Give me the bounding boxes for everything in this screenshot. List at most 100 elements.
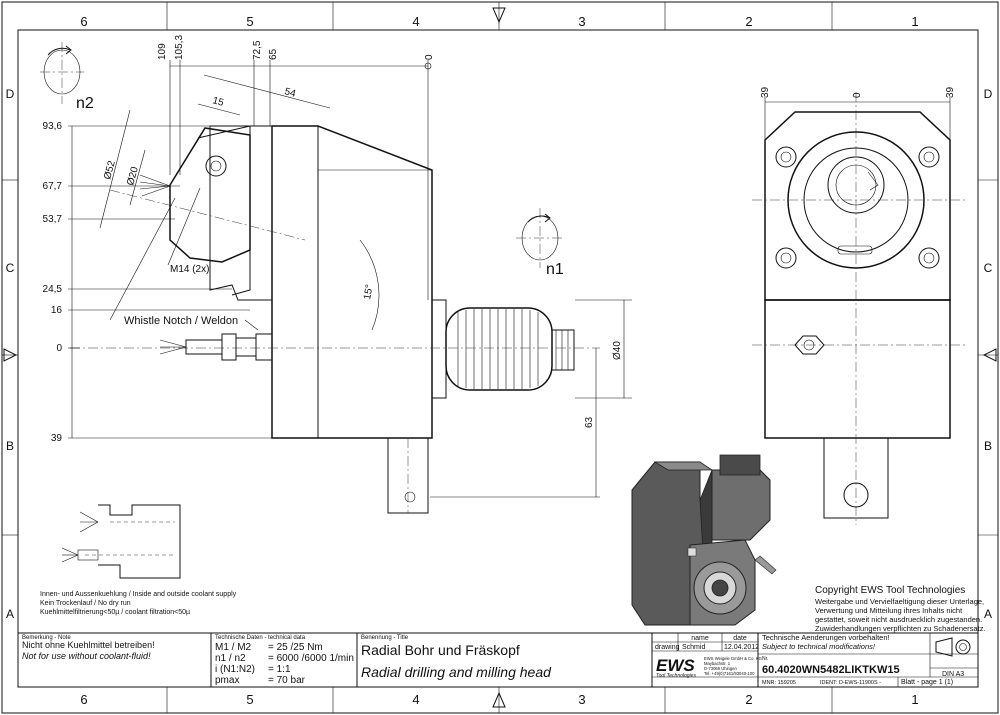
svg-text:EWS: EWS xyxy=(656,656,695,675)
company-line: Tel. +49(0)7161/93040-100 xyxy=(704,671,755,676)
tech-key: pmax xyxy=(215,675,239,686)
dim-diameter-20: Ø20 xyxy=(125,165,141,187)
spindle-face xyxy=(169,127,251,263)
ident-number: IDENT: D-EWS-11900S - xyxy=(820,680,881,686)
dim-diameter-40: Ø40 xyxy=(612,341,623,360)
dim-left: 39 xyxy=(51,433,63,444)
paper-format: DIN A3 xyxy=(942,671,964,678)
remark-label: Bemerkung - Note xyxy=(22,635,71,641)
dim-top: 54 xyxy=(283,86,297,100)
copyright-line: gestattet, soweit nicht ausdruecklich zu… xyxy=(815,615,982,624)
dim-top: 72,5 xyxy=(252,40,263,60)
row-label-right: B xyxy=(984,439,992,453)
row-label-left: A xyxy=(6,607,14,621)
tech-key: i (N1:N2) xyxy=(215,664,255,675)
dim-top: 105,3 xyxy=(174,35,185,60)
thread-callout: M14 (2x) xyxy=(170,264,209,275)
col-label-top: 5 xyxy=(246,14,253,29)
tech-key: M1 / M2 xyxy=(215,642,252,653)
n1-label: n1 xyxy=(546,261,564,278)
dim-diameter-52: Ø52 xyxy=(102,159,118,181)
dim-top: 109 xyxy=(157,43,168,60)
company-line: Maybachstr. 1 xyxy=(704,661,731,666)
coolant-connector xyxy=(159,333,273,361)
col-date-header: date xyxy=(733,635,747,642)
dim-top: 15 xyxy=(211,95,225,109)
dim-top: 65 xyxy=(268,48,279,60)
col-label-top: 1 xyxy=(911,14,918,29)
row-label-left: B xyxy=(6,439,14,453)
col-label-bottom: 2 xyxy=(745,692,752,707)
row-drawing-label: drawing xyxy=(655,644,680,651)
coolant-spray-icon xyxy=(139,174,171,197)
col-name-header: name xyxy=(691,635,709,642)
part-number: 60.4020WN5482LIKTKW15 xyxy=(762,664,900,676)
title-de: Radial Bohr und Fräskopf xyxy=(361,642,520,658)
tech-value: = 1:1 xyxy=(268,664,291,675)
col-label-bottom: 4 xyxy=(412,692,419,707)
coolant-note: Innen- und Aussenkuehlung / Inside and o… xyxy=(40,591,237,598)
frame-labels: 6 5 4 3 2 1 6 5 4 3 2 1 D C B A D C B A xyxy=(6,14,993,707)
coolant-schematic xyxy=(61,504,181,579)
rotation-n1-icon xyxy=(516,208,564,268)
col-label-top: 6 xyxy=(80,14,87,29)
svg-text:Tool Technologies: Tool Technologies xyxy=(656,673,696,679)
row-label-left: C xyxy=(6,261,15,275)
remark-de: Nicht ohne Kuehlmittel betreiben! xyxy=(22,640,155,650)
drawer-name: Schmid xyxy=(682,644,705,651)
col-label-bottom: 5 xyxy=(246,692,253,707)
front-view: n2 xyxy=(40,42,600,514)
row-label-right: A xyxy=(984,607,992,621)
whistle-notch-callout: Whistle Notch / Weldon xyxy=(124,315,238,327)
dim-side: 39 xyxy=(945,86,956,98)
mnr-number: MNR: 159205 xyxy=(762,680,796,686)
dim-left: 67,7 xyxy=(43,181,63,192)
remark-en: Not for use without coolant-fluid! xyxy=(22,651,151,661)
tech-value: = 25 /25 Nm xyxy=(268,642,323,653)
housing-body xyxy=(271,125,433,439)
copyright-line: Zuwiderhandlungen verpflichten zu Schade… xyxy=(815,624,986,633)
copyright-line: Verwertung und Mitteilung ihres Inhalts … xyxy=(815,606,963,615)
isometric-view xyxy=(631,454,777,626)
col-label-bottom: 1 xyxy=(911,692,918,707)
row-label-right: C xyxy=(984,261,993,275)
threaded-spindle xyxy=(445,307,553,391)
company-line: D-73066 Uhingen xyxy=(704,666,737,671)
change-notice-de: Technische Aenderungen vorbehalten! xyxy=(762,633,890,642)
change-notice-en: Subject to technical modifications! xyxy=(762,642,876,651)
tech-key: n1 / n2 xyxy=(215,653,246,664)
tech-value: = 6000 /6000 1/min xyxy=(268,653,354,664)
tech-label: Technische Daten - technical data xyxy=(215,635,306,641)
row-label-right: D xyxy=(984,87,993,101)
drawing-date: 12.04.2012 xyxy=(724,644,759,651)
title-block xyxy=(18,632,978,687)
dim-left: 0 xyxy=(56,343,62,354)
col-label-top: 3 xyxy=(578,14,585,29)
copyright-line: Weitergabe und Vervielfaeltigung dieser … xyxy=(815,597,984,606)
col-label-top: 2 xyxy=(745,14,752,29)
dim-left: 53,7 xyxy=(43,214,63,225)
title-label: Benennung - Title xyxy=(361,635,409,641)
front-dimensions: 93,6 67,7 53,7 24,5 16 0 39 109 105,3 72… xyxy=(43,35,632,498)
tech-value: = 70 bar xyxy=(268,675,306,686)
col-label-bottom: 6 xyxy=(80,692,87,707)
nr-label: Nr. xyxy=(762,656,768,662)
side-housing xyxy=(764,111,951,301)
company-line: EWS Weigele GmbH & Co. KG xyxy=(704,656,762,661)
angle-dim: 15° xyxy=(362,284,375,301)
dim-left: 16 xyxy=(51,305,63,316)
dim-length-63: 63 xyxy=(584,416,595,428)
ews-logo: EWS Tool Technologies xyxy=(656,656,696,679)
copyright-title: Copyright EWS Tool Technologies xyxy=(815,585,965,596)
col-label-top: 4 xyxy=(412,14,419,29)
side-view: 39 0 39 xyxy=(752,86,965,525)
coolant-note: Kein Trockenlauf / No dry run xyxy=(40,600,131,607)
dim-side: 0 xyxy=(852,92,863,98)
dim-left: 93,6 xyxy=(43,121,63,132)
projection-symbol-icon xyxy=(935,637,971,657)
dim-side: 39 xyxy=(760,86,771,98)
bolt-icon xyxy=(775,146,940,269)
row-label-left: D xyxy=(6,87,15,101)
